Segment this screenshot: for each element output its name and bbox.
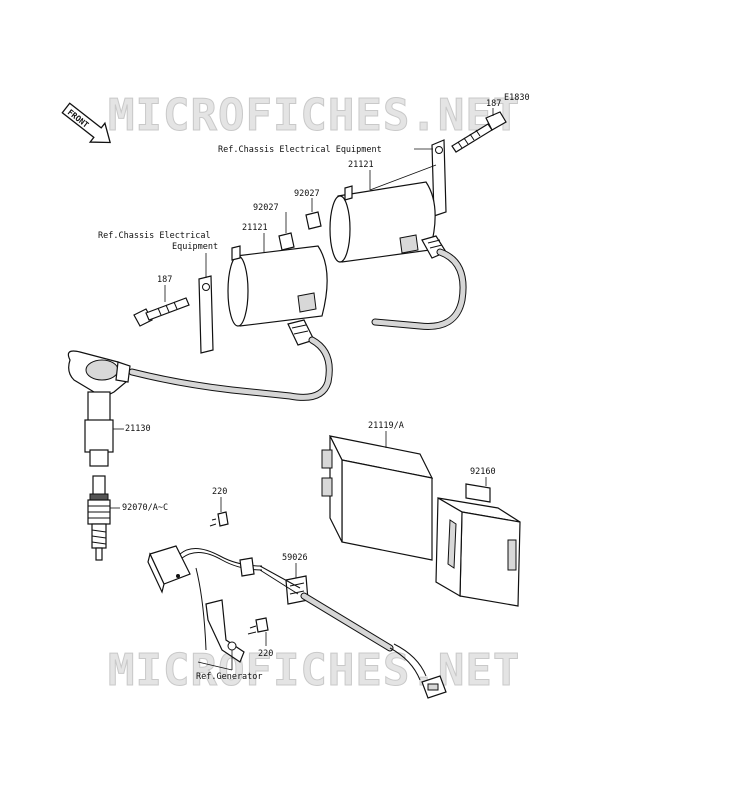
watermark-bottom: MICROFICHES.NET	[108, 645, 520, 696]
connector	[421, 675, 447, 699]
bracket-lower	[198, 275, 214, 354]
diagram-id: E1830	[504, 93, 530, 103]
label-92027-upper: 92027	[294, 189, 320, 199]
label-187-upper: 187	[486, 99, 501, 109]
label-220-lower: 220	[258, 649, 273, 659]
label-ref-chassis-lower-2: Equipment	[172, 242, 218, 252]
holder-92160	[435, 483, 521, 607]
label-ref-chassis-lower-1: Ref.Chassis Electrical	[98, 231, 211, 241]
label-92160: 92160	[470, 467, 496, 477]
label-21130: 21130	[125, 424, 151, 434]
label-220-upper: 220	[212, 487, 227, 497]
screw-220-upper	[209, 511, 229, 527]
cap-92027-upper	[305, 211, 322, 230]
label-92027-lower: 92027	[253, 203, 279, 213]
igniter-21119	[321, 435, 434, 561]
spark-plug-cap-21130	[67, 350, 131, 467]
label-21121-upper: 21121	[348, 160, 374, 170]
label-92070: 92070/A~C	[122, 503, 168, 513]
bolt-187-lower	[133, 297, 190, 327]
label-21121-lower: 21121	[242, 223, 268, 233]
bolt-187-upper	[451, 111, 507, 153]
watermark-top: MICROFICHES.NET	[108, 90, 520, 141]
pickup-coil	[147, 545, 263, 651]
screw-220-lower	[247, 617, 269, 635]
label-ref-generator: Ref.Generator	[196, 672, 263, 682]
label-187-lower: 187	[157, 275, 172, 285]
spark-plug-92070	[87, 475, 111, 561]
generator-plate	[205, 599, 245, 663]
bracket-upper	[431, 139, 447, 217]
label-21119: 21119/A	[368, 421, 404, 431]
ignition-coil-lower	[227, 245, 328, 346]
ignition-coil-upper	[329, 181, 447, 263]
label-ref-chassis-upper: Ref.Chassis Electrical Equipment	[218, 145, 382, 155]
label-59026: 59026	[282, 553, 308, 563]
cap-92027-lower	[278, 232, 295, 251]
